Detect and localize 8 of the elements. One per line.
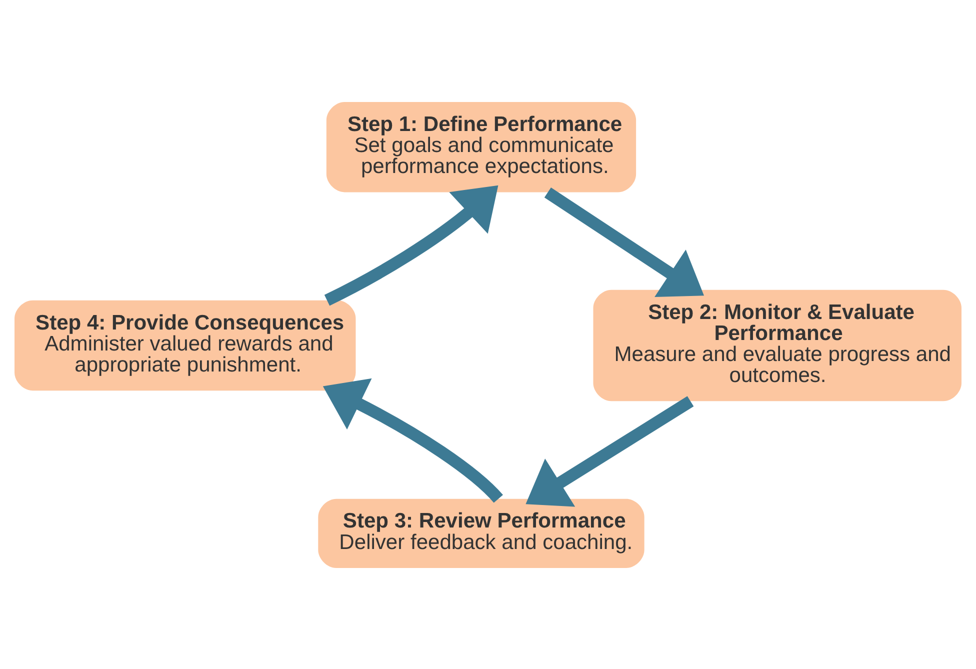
arrow — [544, 186, 704, 296]
arrow — [526, 396, 694, 506]
node-box: Step 3: Review Performance Deliver feedback and coaching. — [318, 498, 644, 568]
node-box: Step 2: Monitor & Evaluate Performance Measure and evaluate progress and outcomes. — [593, 289, 962, 401]
arrow — [322, 378, 503, 502]
node-box: Step 1: Define Performance Set goals and communicate performance expectations. — [326, 102, 636, 192]
node-box: Step 4: Provide Consequences Administer valued rewards and appropriate punishment. — [14, 300, 356, 390]
arrow — [324, 184, 498, 306]
